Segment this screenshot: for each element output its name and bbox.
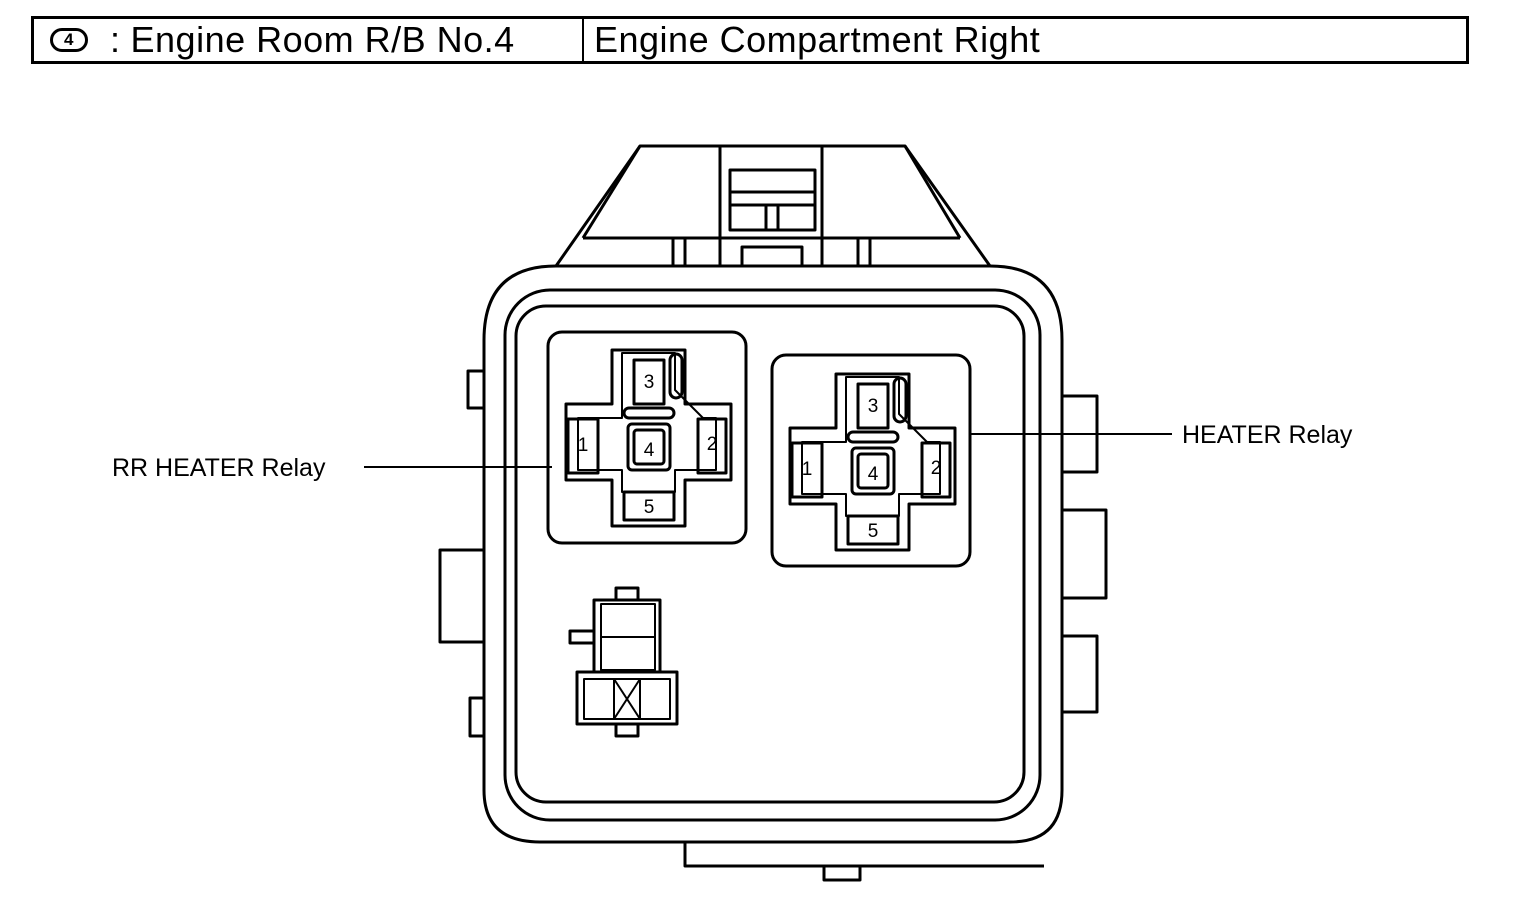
small-connector bbox=[568, 586, 679, 738]
housing-outer bbox=[482, 264, 1064, 844]
top-latch bbox=[554, 144, 992, 268]
rr-heater-relay-label: RR HEATER Relay bbox=[112, 454, 326, 482]
location-badge: 4 bbox=[50, 28, 88, 52]
heater-relay-pin-2: 2 bbox=[931, 458, 942, 479]
location-position: Engine Compartment Right bbox=[594, 19, 1041, 60]
heater-relay-socket bbox=[770, 353, 972, 568]
location-position-cell: Engine Compartment Right bbox=[584, 19, 1466, 61]
heater-relay-pin-5: 5 bbox=[868, 521, 879, 542]
heater-relay-label: HEATER Relay bbox=[1182, 421, 1353, 449]
heater-relay-pin-1: 1 bbox=[802, 459, 813, 480]
rr-heater-relay-socket bbox=[546, 330, 748, 545]
bottom-tab bbox=[683, 842, 1044, 882]
heater-relay-pin-labels: 3 1 4 2 5 bbox=[802, 396, 942, 542]
location-name-cell: 4 : Engine Room R/B No.4 bbox=[34, 19, 584, 61]
heater-relay-pin-3: 3 bbox=[868, 396, 879, 417]
rr-relay-pin-4: 4 bbox=[644, 440, 655, 461]
rr-relay-pin-3: 3 bbox=[644, 372, 655, 393]
rr-relay-pin-2: 2 bbox=[707, 434, 718, 455]
rr-relay-pin-1: 1 bbox=[578, 435, 589, 456]
housing-inner-rim bbox=[503, 288, 1042, 822]
heater-relay-pin-4: 4 bbox=[868, 464, 879, 485]
location-header: 4 : Engine Room R/B No.4 Engine Compartm… bbox=[31, 16, 1469, 64]
location-name: Engine Room R/B No.4 bbox=[130, 19, 515, 60]
housing-inner-panel bbox=[514, 304, 1026, 804]
header-separator: : bbox=[110, 19, 121, 60]
rr-relay-pin-5: 5 bbox=[644, 497, 655, 518]
rr-heater-relay-pin-labels: 3 1 4 2 5 bbox=[578, 372, 718, 518]
